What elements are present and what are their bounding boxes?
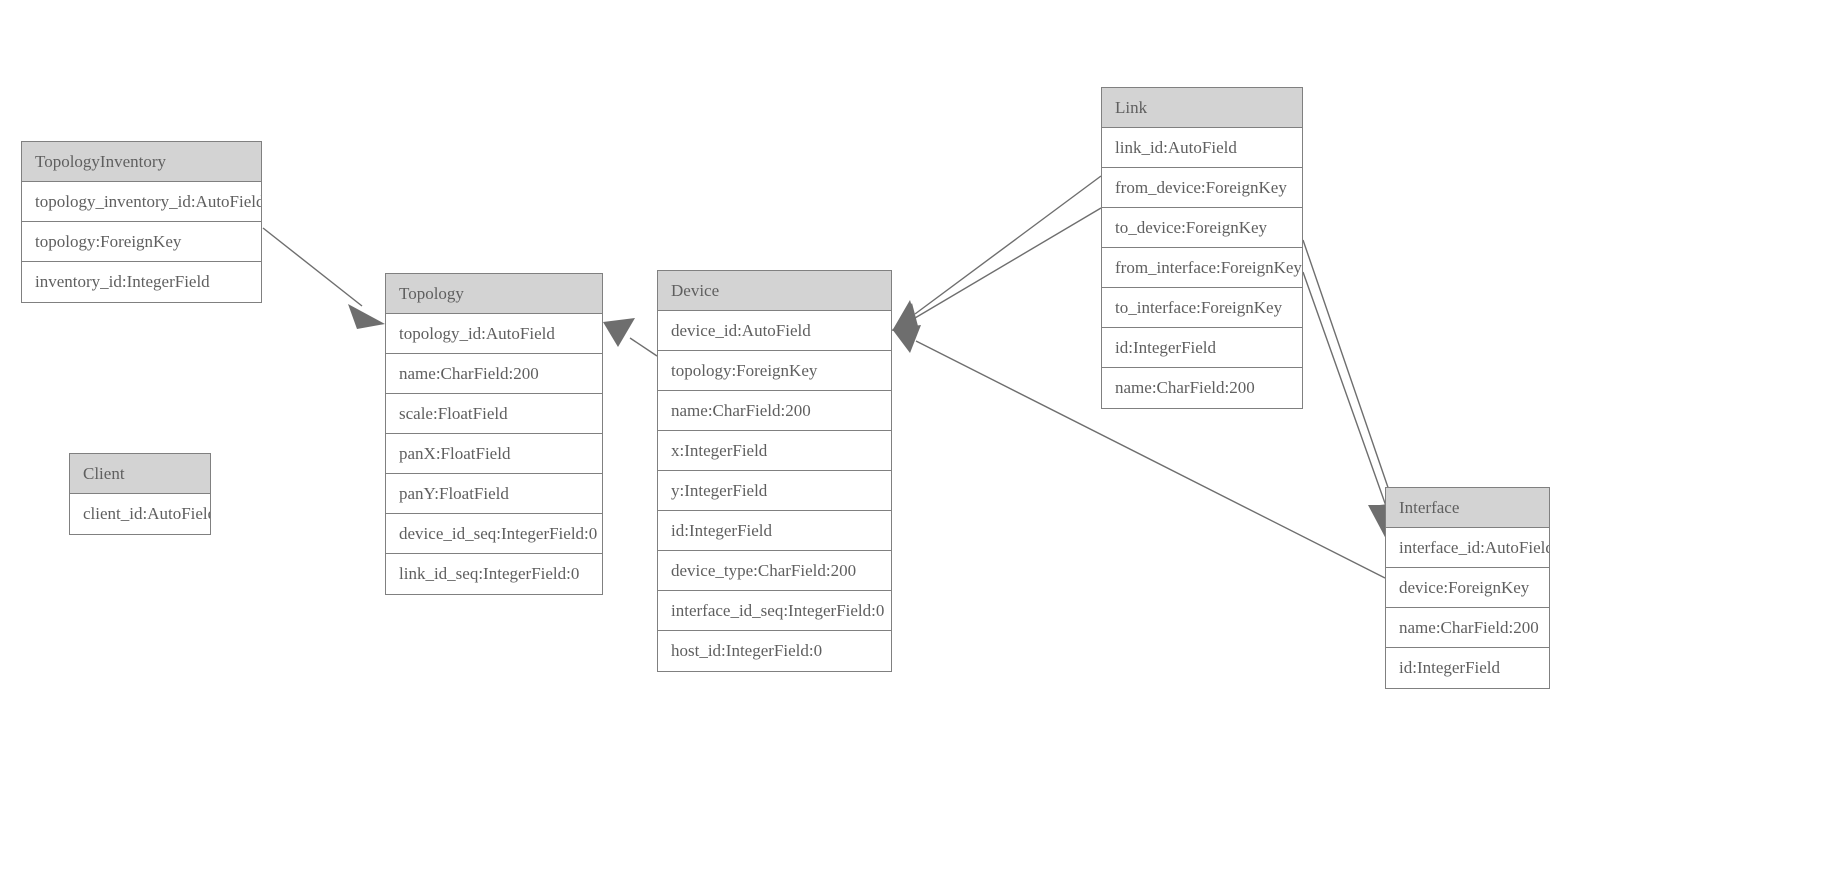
edge-topologyinventory-to-topology	[262, 227, 385, 329]
entity-field: link_id_seq:IntegerField:0	[386, 554, 602, 594]
entity-field: name:CharField:200	[1386, 608, 1549, 648]
entity-field: to_interface:ForeignKey	[1102, 288, 1302, 328]
entity-field: device:ForeignKey	[1386, 568, 1549, 608]
entity-field: topology:ForeignKey	[658, 351, 891, 391]
entity-field: device_type:CharField:200	[658, 551, 891, 591]
entity-title-device: Device	[658, 271, 891, 311]
entity-field: x:IntegerField	[658, 431, 891, 471]
entity-client[interactable]: Client client_id:AutoField	[69, 453, 211, 535]
entity-field: name:CharField:200	[1102, 368, 1302, 408]
entity-interface[interactable]: Interface interface_id:AutoField device:…	[1385, 487, 1550, 689]
entity-title-link: Link	[1102, 88, 1302, 128]
entity-topology-inventory[interactable]: TopologyInventory topology_inventory_id:…	[21, 141, 262, 303]
entity-field: from_interface:ForeignKey	[1102, 248, 1302, 288]
entity-field: id:IntegerField	[658, 511, 891, 551]
edge-device-to-topology	[603, 318, 658, 357]
entity-title-topology-inventory: TopologyInventory	[22, 142, 261, 182]
entity-field: host_id:IntegerField:0	[658, 631, 891, 671]
entity-field: topology:ForeignKey	[22, 222, 261, 262]
entity-field: topology_id:AutoField	[386, 314, 602, 354]
entity-field: topology_inventory_id:AutoField	[22, 182, 261, 222]
entity-field: panY:FloatField	[386, 474, 602, 514]
entity-field: y:IntegerField	[658, 471, 891, 511]
entity-title-client: Client	[70, 454, 210, 494]
entity-field: id:IntegerField	[1102, 328, 1302, 368]
entity-link[interactable]: Link link_id:AutoField from_device:Forei…	[1101, 87, 1303, 409]
entity-field: id:IntegerField	[1386, 648, 1549, 688]
entity-field: to_device:ForeignKey	[1102, 208, 1302, 248]
entity-field: name:CharField:200	[658, 391, 891, 431]
entity-title-interface: Interface	[1386, 488, 1549, 528]
entity-topology[interactable]: Topology topology_id:AutoField name:Char…	[385, 273, 603, 595]
entity-field: from_device:ForeignKey	[1102, 168, 1302, 208]
entity-field: device_id:AutoField	[658, 311, 891, 351]
edge-link-to-device-to-device	[892, 207, 1102, 331]
entity-device[interactable]: Device device_id:AutoField topology:Fore…	[657, 270, 892, 672]
entity-field: inventory_id:IntegerField	[22, 262, 261, 302]
entity-field: link_id:AutoField	[1102, 128, 1302, 168]
entity-field: panX:FloatField	[386, 434, 602, 474]
entity-field: name:CharField:200	[386, 354, 602, 394]
entity-field: interface_id:AutoField	[1386, 528, 1549, 568]
edge-link-from-interface-to-interface	[1302, 239, 1398, 537]
entity-field: client_id:AutoField	[70, 494, 210, 534]
entity-field: scale:FloatField	[386, 394, 602, 434]
entity-field: interface_id_seq:IntegerField:0	[658, 591, 891, 631]
edge-link-from-device-to-device	[892, 175, 1102, 331]
entity-field: device_id_seq:IntegerField:0	[386, 514, 602, 554]
entity-title-topology: Topology	[386, 274, 602, 314]
